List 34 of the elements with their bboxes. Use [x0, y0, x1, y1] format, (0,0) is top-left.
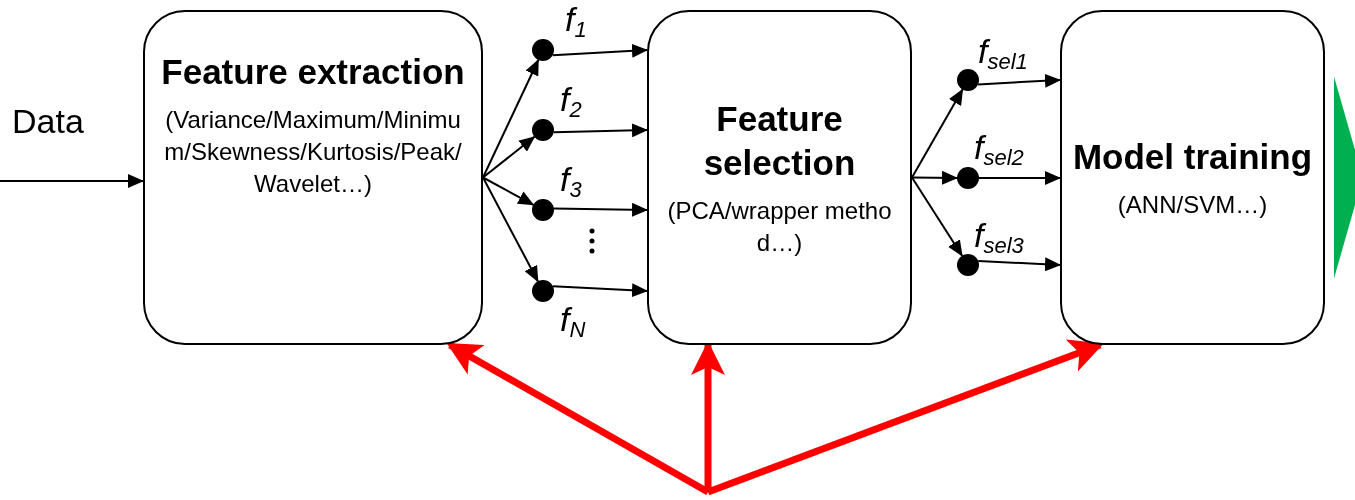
arrow — [911, 176, 964, 257]
arrow — [551, 283, 648, 298]
arrow — [911, 88, 964, 179]
feature-label: f$_{sel3}$ — [974, 218, 1024, 252]
box-description: (ANN/SVM…) — [1117, 189, 1268, 220]
feature-label: f$_{sel2}$ — [974, 130, 1024, 164]
arrow — [978, 171, 1061, 185]
arrow — [977, 73, 1061, 88]
feature-label: f$_{2}$ — [560, 82, 582, 116]
arrow — [552, 123, 648, 138]
arrow — [482, 176, 539, 283]
box-description: (Variance/Maximum/Minimum/Skewness/Kurtosis/Peak/Wavelet…) — [163, 105, 463, 199]
arrow — [706, 339, 1104, 496]
box-title: Feature extraction — [161, 51, 465, 93]
arrow — [977, 257, 1061, 272]
feature-label: f$_{N}$ — [560, 302, 586, 336]
input-label: Data — [12, 101, 84, 142]
box-title: Feature selection — [702, 97, 857, 184]
arrow — [446, 341, 710, 496]
process-box — [143, 10, 483, 345]
box-title: Model training — [1072, 135, 1313, 178]
arrow — [911, 170, 958, 185]
arrow — [482, 176, 535, 206]
arrow — [482, 58, 540, 179]
arrow — [0, 174, 144, 188]
feature-label: f$_{sel1}$ — [978, 34, 1028, 68]
process-box — [647, 10, 912, 345]
process-box — [1060, 10, 1325, 345]
chevron-arrow — [1334, 76, 1355, 279]
box-description: (PCA/wrapper method…) — [666, 195, 893, 258]
feature-label: f$_{1}$ — [565, 2, 587, 36]
feature-label: f$_{3}$ — [560, 162, 582, 196]
arrow — [482, 135, 536, 179]
arrow — [551, 43, 648, 58]
